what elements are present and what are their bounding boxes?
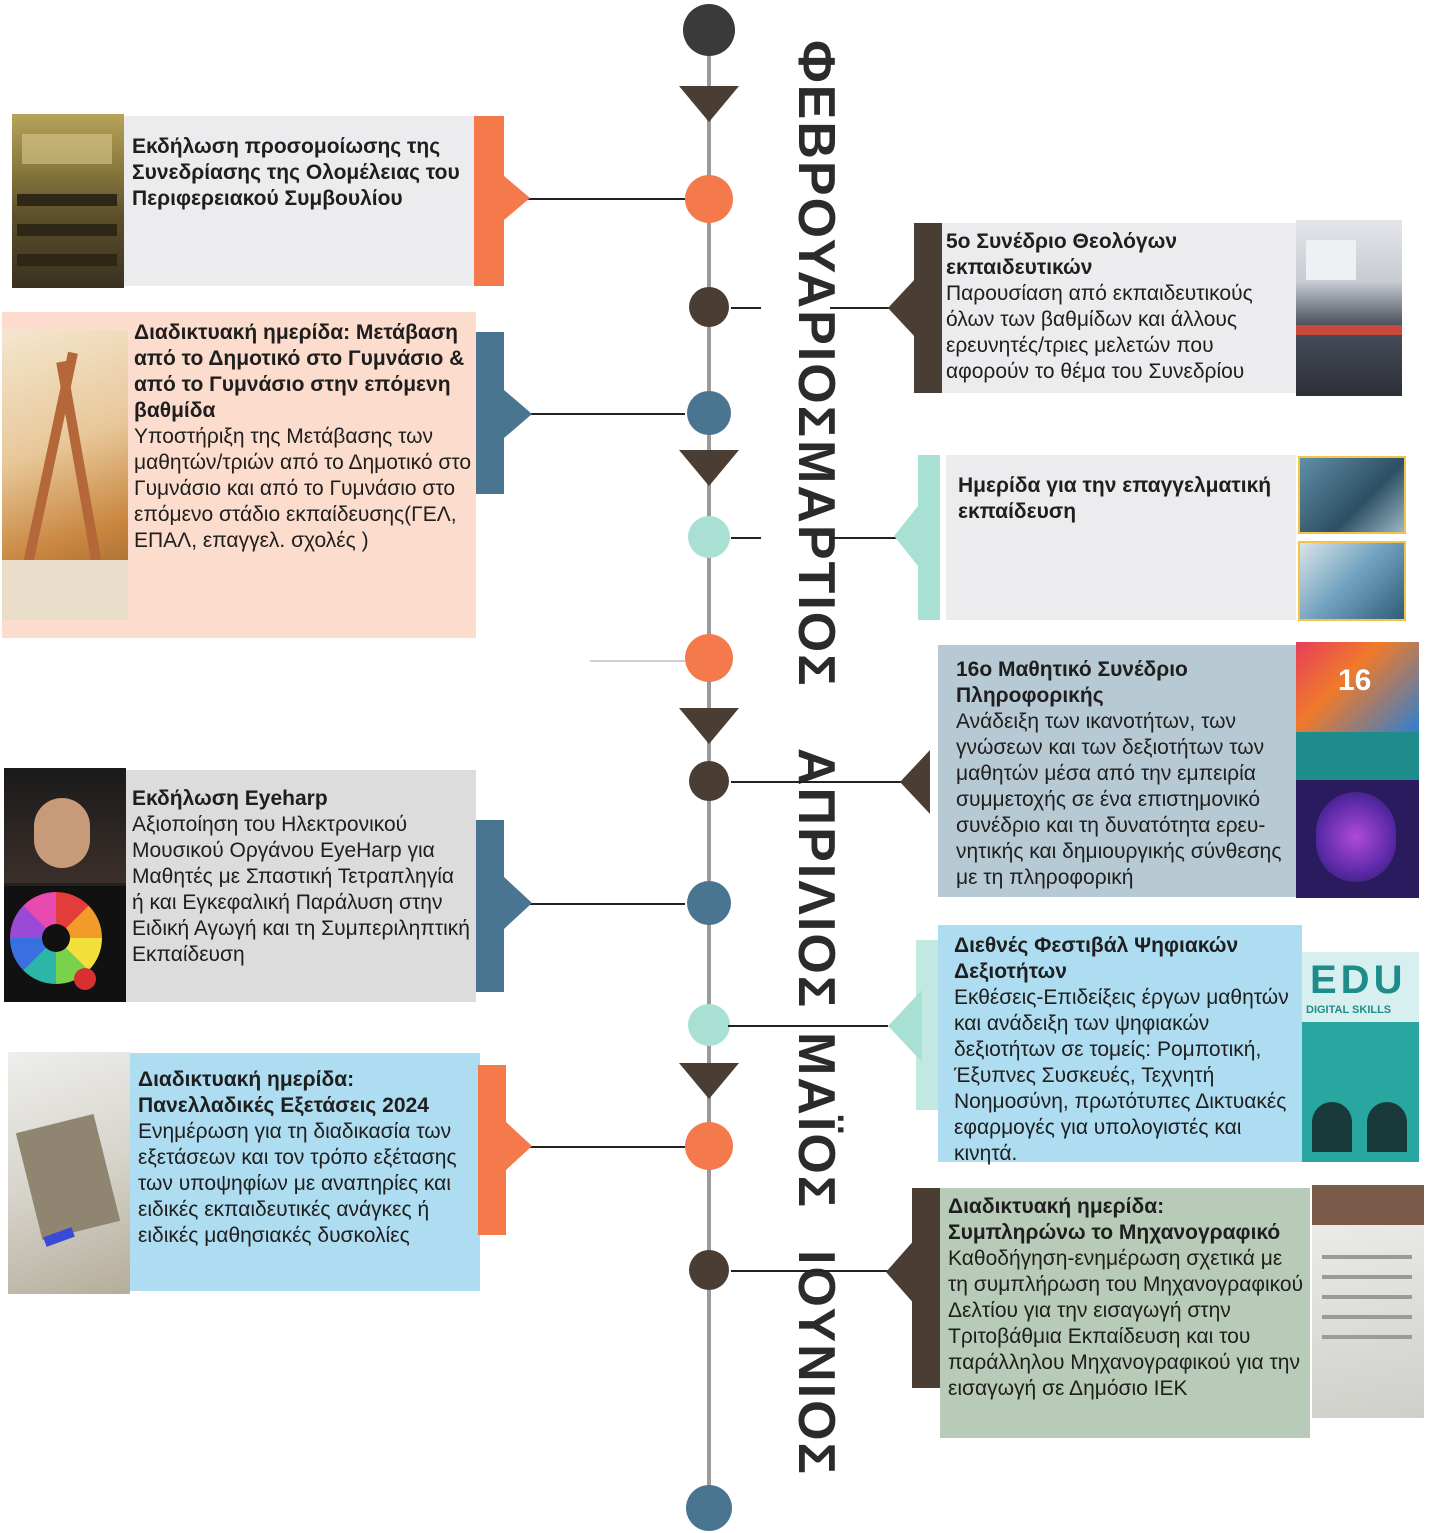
event-title: Εκδήλωση Eyeharp [132,787,328,810]
timeline-node [685,1122,733,1170]
event-card-body: Διεθνές Φεστιβάλ Ψηφιακών Δεξιοτήτων Εκθ… [938,925,1302,1165]
event-description: Ανάδειξη των ικανοτήτων, των γνώσεων και… [956,710,1282,889]
month-label-march: ΜΑΡΤΙΟΣ [787,440,845,688]
event-description: Υποστήριξη της Μετάβασης των μαθητών/τρι… [134,425,472,552]
timeline-node [688,1004,730,1046]
card-accent-tab [476,820,504,992]
event-image-conference-panel [1296,220,1402,396]
event-image-exam-papers [8,1052,130,1294]
event-title: Διαδικτυακή ημερίδα: Μετάβαση από το Δημ… [134,321,465,422]
timeline-node [689,761,729,801]
connector-line [505,1146,685,1148]
month-marker-triangle [679,450,739,486]
event-card-body: Διαδικτυακή ημερίδα: Πανελλαδικές Εξετάσ… [130,1053,480,1291]
event-title: Διαδικτυακή ημερίδα: Πανελλαδικές Εξετάσ… [138,1068,429,1117]
edu-logo: EDU [1310,958,1407,1002]
event-title: 16ο Μαθητικό Συνέδριο Πληροφορικής [956,658,1188,707]
event-image-application-form [1312,1185,1424,1418]
event-image-ladders-book [2,330,128,620]
event-title: Ημερίδα για την επαγγελματική εκπαίδευση [958,474,1272,523]
timeline-node [687,881,731,925]
event-card-body: 5ο Συνέδριο Θεολόγων εκπαιδευτικών Παρου… [942,223,1298,393]
event-image-informatics-poster: 16 [1296,642,1419,898]
event-title: Διεθνές Φεστιβάλ Ψηφιακών Δεξιοτήτων [954,934,1239,983]
connector-line [525,413,685,415]
event-title: Εκδήλωση προσομοίωσης της Συνεδρίασης τη… [132,135,460,210]
connector-line [728,1025,888,1027]
card-notch [888,278,916,338]
event-title: Διαδικτυακή ημερίδα: Συμπληρώνω το Μηχαν… [948,1195,1281,1244]
connector-line [590,660,685,662]
event-card-body: Εκδήλωση Eyeharp Αξιοποίηση του Ηλεκτρον… [126,770,476,1002]
event-image-workshop [1298,456,1406,534]
connector-line [830,307,890,309]
event-card-body: Ημερίδα για την επαγγελματική εκπαίδευση [946,455,1296,620]
timeline-node [685,634,733,682]
card-notch [504,176,530,220]
connector-line [731,537,761,539]
timeline-node [689,1250,729,1290]
card-notch [886,1238,916,1306]
month-label-february: ΦΕΒΡΟΥΑΡΙΟΣ [787,40,845,439]
badge-16: 16 [1338,664,1372,697]
card-notch [506,1122,532,1170]
event-card-body: Εκδήλωση προσομοίωσης της Συνεδρίασης τη… [124,116,474,286]
connector-line [505,198,685,200]
timeline-node [689,287,729,327]
event-card-body: Διαδικτυακή ημερίδα: Συμπληρώνω το Μηχαν… [940,1188,1310,1438]
connector-line [731,307,761,309]
event-card-body: 16ο Μαθητικό Συνέδριο Πληροφορικής Ανάδε… [938,645,1296,897]
card-notch [894,506,918,566]
month-label-june: ΙΟΥΝΙΟΣ [787,1250,845,1476]
event-image-council-chamber [12,114,124,288]
month-marker-triangle [679,86,739,122]
event-description: Παρουσίαση από εκπαιδευτικούς όλων των β… [946,282,1253,383]
connector-line [731,1270,891,1272]
card-accent-tab [914,223,942,393]
card-accent-tab [474,116,504,286]
edu-subtitle: DIGITAL SKILLS [1306,1004,1392,1016]
event-description: Καθοδήγηση-ενημέρωση σχετικά με τη συμπλ… [948,1247,1304,1400]
event-description: Εκθέσεις-Επιδείξεις έργων μαθητών και αν… [954,986,1289,1165]
connector-line [830,537,900,539]
card-accent-tab [912,1188,940,1388]
event-image-eyeharp-session [4,768,126,1002]
event-image-computer-student [1298,541,1406,621]
card-accent-tab [476,332,504,494]
month-marker-triangle [679,1063,739,1099]
month-label-april: ΑΠΡΙΛΙΟΣ [787,748,845,1010]
card-notch [900,750,930,814]
card-accent-tab [916,940,938,1110]
timeline-start-node [683,4,735,56]
timeline-node [685,175,733,223]
timeline-node [688,516,730,558]
event-card-text: Διαδικτυακή ημερίδα: Μετάβαση από το Δημ… [134,320,474,554]
event-description: Ενημέρωση για τη διαδικασία των εξετάσεω… [138,1120,457,1247]
month-label-may: ΜΑΪΟΣ [787,1032,845,1209]
card-notch [504,390,532,438]
event-title: 5ο Συνέδριο Θεολόγων εκπαιδευτικών [946,230,1178,279]
timeline-node [687,391,731,435]
event-description: Αξιοποίηση του Ηλεκτρονικού Μουσικού Οργ… [132,813,470,966]
timeline-end-node [686,1485,732,1531]
card-accent-tab [478,1065,506,1235]
event-image-edu-digital-skills: EDU DIGITAL SKILLS [1302,952,1419,1162]
connector-line [731,781,901,783]
card-accent-tab [918,455,940,620]
card-notch [504,877,532,929]
month-marker-triangle [679,708,739,744]
connector-line [530,903,685,905]
